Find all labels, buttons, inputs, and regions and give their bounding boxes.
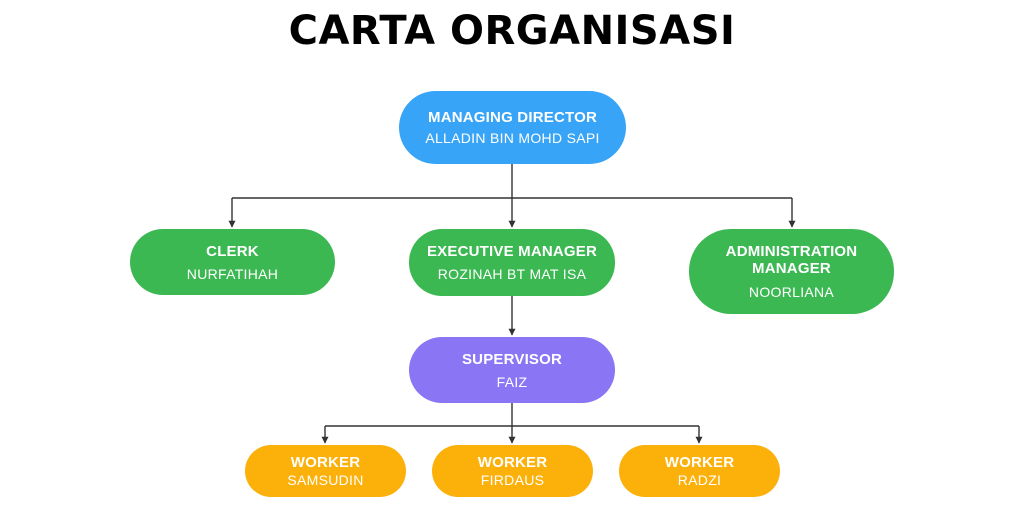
node-role: CLERK bbox=[206, 242, 259, 260]
node-person: FIRDAUS bbox=[480, 472, 545, 488]
node-person: RADZI bbox=[677, 472, 722, 488]
node-supervisor: SUPERVISOR FAIZ bbox=[409, 337, 615, 403]
node-administration-manager: ADMINISTRATION MANAGER NOORLIANA bbox=[689, 229, 894, 314]
node-role: WORKER bbox=[664, 454, 735, 471]
node-managing-director: MANAGING DIRECTOR ALLADIN BIN MOHD SAPI bbox=[399, 91, 626, 164]
node-role-line-1: ADMINISTRATION bbox=[725, 243, 858, 260]
node-role: MANAGING DIRECTOR bbox=[428, 109, 597, 126]
node-worker-3: WORKER RADZI bbox=[619, 445, 780, 497]
node-role: EXECUTIVE MANAGER bbox=[426, 243, 598, 260]
node-role-line-2: MANAGER bbox=[752, 260, 831, 277]
node-person: ROZINAH BT MAT ISA bbox=[437, 266, 587, 282]
node-person: SAMSUDIN bbox=[287, 472, 364, 488]
node-role: WORKER bbox=[477, 454, 548, 471]
node-clerk: CLERK NURFATIHAH bbox=[130, 229, 335, 295]
node-role: SUPERVISOR bbox=[461, 350, 563, 368]
node-worker-1: WORKER SAMSUDIN bbox=[245, 445, 406, 497]
node-worker-2: WORKER FIRDAUS bbox=[432, 445, 593, 497]
node-role: WORKER bbox=[290, 454, 361, 471]
node-executive-manager: EXECUTIVE MANAGER ROZINAH BT MAT ISA bbox=[409, 229, 615, 296]
node-person: NOORLIANA bbox=[748, 284, 835, 300]
chart-title: CARTA ORGANISASI bbox=[288, 8, 736, 54]
node-person: NURFATIHAH bbox=[186, 265, 279, 282]
node-person: ALLADIN BIN MOHD SAPI bbox=[425, 130, 600, 146]
node-person: FAIZ bbox=[496, 373, 528, 390]
